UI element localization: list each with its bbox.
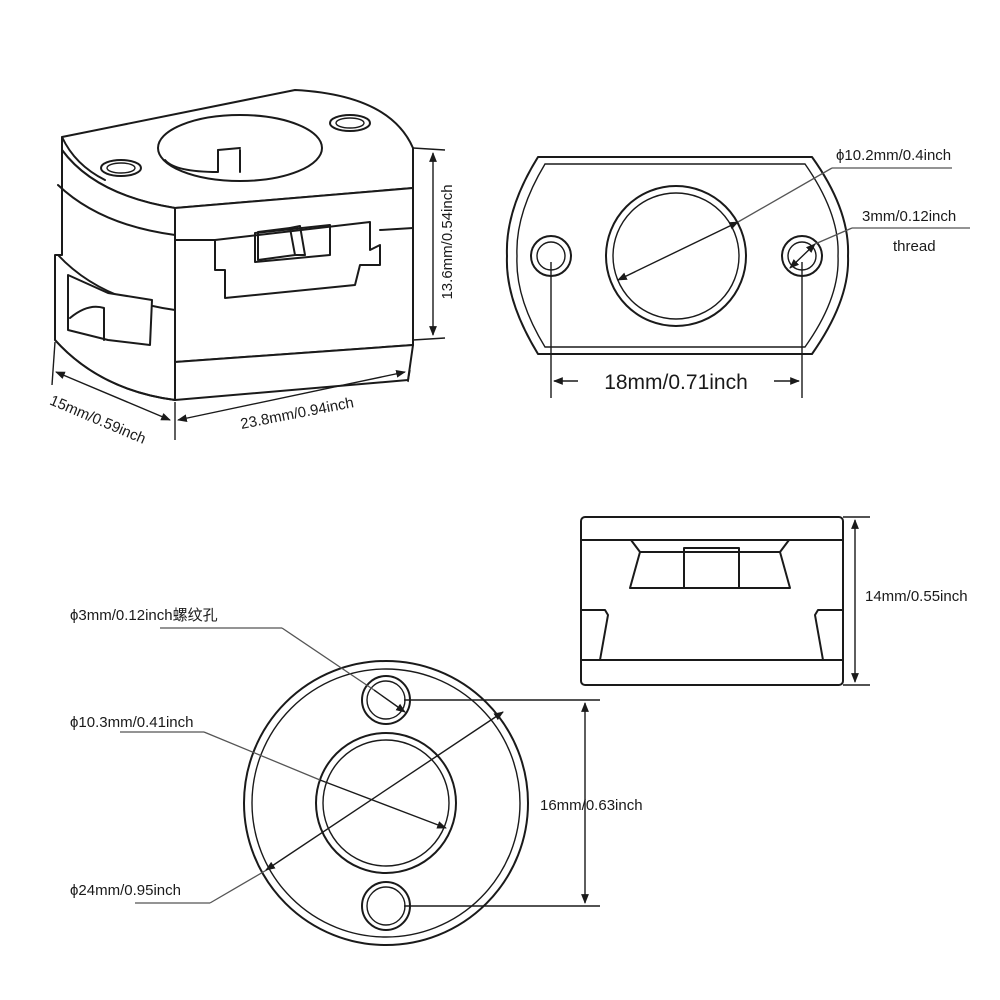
round-screw-hole-label: ϕ3mm/0.12inch螺纹孔: [70, 607, 218, 624]
round-outer-label: ϕ24mm/0.95inch: [70, 882, 181, 899]
round-view: ϕ3mm/0.12inch螺纹孔 ϕ10.3mm/0.41inch ϕ24mm/…: [70, 607, 643, 946]
top-thread-label: 3mm/0.12inch: [862, 208, 956, 225]
side-view: 14mm/0.55inch: [580, 516, 968, 686]
top-view: ϕ10.2mm/0.4inch 3mm/0.12inch thread 18mm…: [505, 147, 970, 398]
round-spacing-label: 16mm/0.63inch: [540, 797, 643, 814]
round-bore-label: ϕ10.3mm/0.41inch: [70, 714, 193, 731]
top-bore-label: ϕ10.2mm/0.4inch: [836, 147, 951, 164]
top-spacing-label: 18mm/0.71inch: [604, 371, 748, 394]
isometric-view: 13.6mm/0.54inch 23.8mm/0.94inch 15mm/0.5…: [47, 89, 456, 448]
top-thread-label-2: thread: [893, 238, 936, 255]
iso-width-label: 23.8mm/0.94inch: [239, 394, 355, 433]
iso-height-label: 13.6mm/0.54inch: [439, 184, 456, 299]
iso-depth-label: 15mm/0.59inch: [47, 392, 148, 448]
side-height-label: 14mm/0.55inch: [865, 588, 968, 605]
